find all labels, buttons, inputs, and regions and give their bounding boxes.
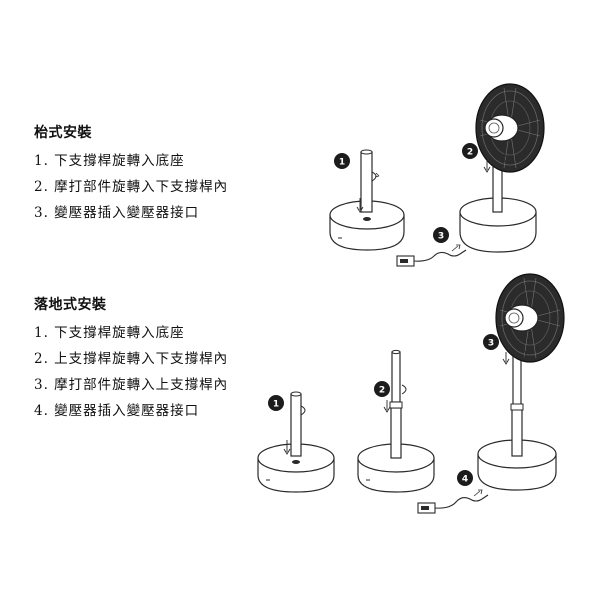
desk-adapter-illustration xyxy=(396,244,467,267)
svg-text:3: 3 xyxy=(438,232,444,242)
svg-text:3: 3 xyxy=(488,339,494,349)
desk-badge-1: 1 xyxy=(334,153,350,169)
floor-stage-1-illustration xyxy=(257,391,335,493)
floor-badge-4: 4 xyxy=(457,470,473,486)
floor-step-3: 3. 摩打部件旋轉入上支撐桿內 xyxy=(34,377,229,393)
desk-stage-2-illustration xyxy=(459,83,545,253)
floor-install-section: 落地式安裝 1. 下支撐桿旋轉入底座 2. 上支撐桿旋轉入下支撐桿內 3. 摩打… xyxy=(34,294,228,424)
floor-step-1: 1. 下支撐桿旋轉入底座 xyxy=(34,325,185,341)
floor-stage-2-illustration xyxy=(357,349,435,493)
desk-step-1: 1. 下支撐桿旋轉入底座 xyxy=(34,153,185,169)
floor-badge-3: 3 xyxy=(483,334,499,350)
desk-stage-1-illustration xyxy=(329,149,405,251)
floor-badge-2: 2 xyxy=(374,381,390,397)
desk-install-title: 枱式安裝 xyxy=(34,125,92,141)
floor-step-2: 2. 上支撐桿旋轉入下支撐桿內 xyxy=(34,351,229,367)
desk-badge-2: 2 xyxy=(462,143,478,159)
svg-text:4: 4 xyxy=(462,475,468,485)
desk-install-section: 枱式安裝 1. 下支撐桿旋轉入底座 2. 摩打部件旋轉入下支撐桿內 3. 變壓器… xyxy=(34,122,228,226)
floor-adapter-illustration xyxy=(417,489,489,514)
floor-badge-1: 1 xyxy=(268,395,284,411)
floor-stage-3-illustration xyxy=(477,273,565,491)
svg-text:1: 1 xyxy=(273,400,279,410)
floor-step-4: 4. 變壓器插入變壓器接口 xyxy=(34,403,200,419)
svg-text:2: 2 xyxy=(379,386,385,396)
svg-text:2: 2 xyxy=(467,148,473,158)
svg-text:1: 1 xyxy=(339,158,345,168)
floor-install-title: 落地式安裝 xyxy=(34,297,107,313)
desk-step-2: 2. 摩打部件旋轉入下支撐桿內 xyxy=(34,179,229,195)
desk-step-3: 3. 變壓器插入變壓器接口 xyxy=(34,205,200,221)
desk-badge-3: 3 xyxy=(433,227,449,243)
